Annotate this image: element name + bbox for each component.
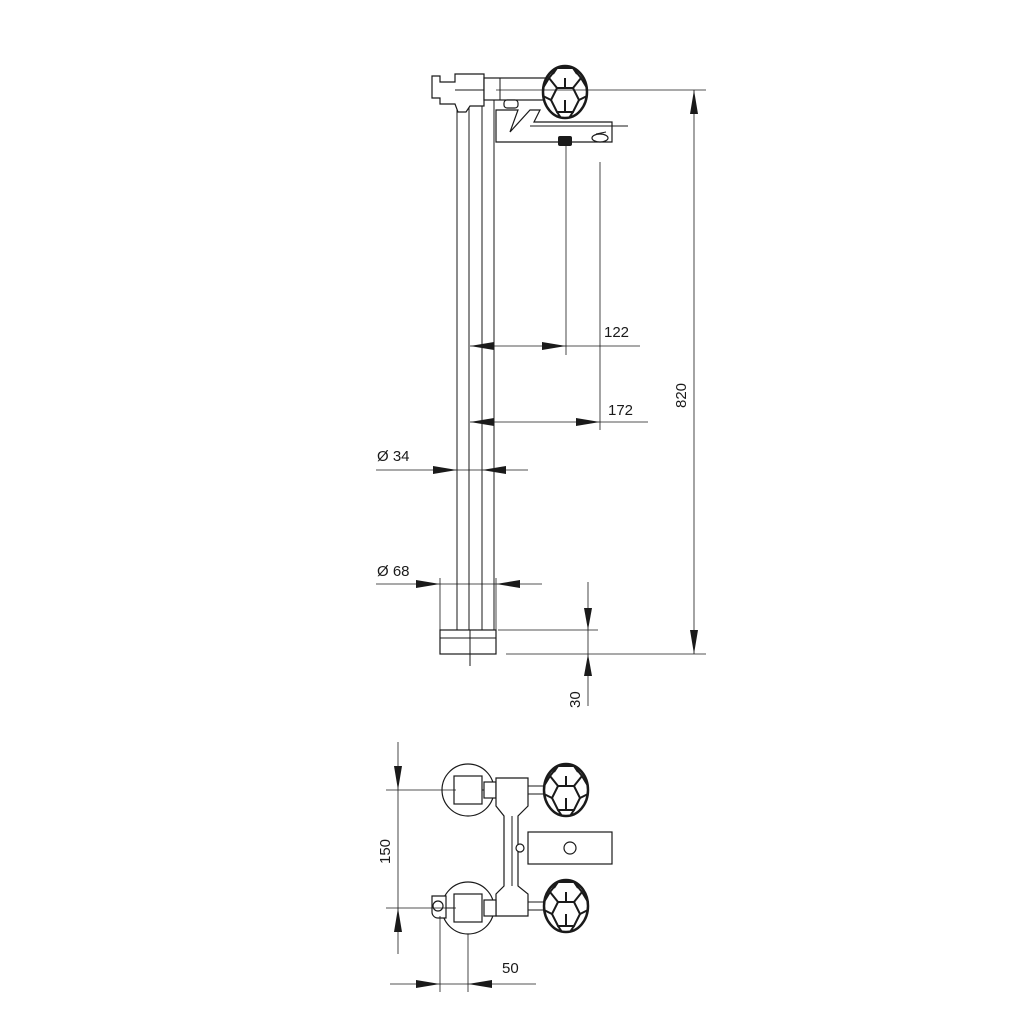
dim-label-30: 30 [567,691,584,708]
bottom-bracket [439,629,497,666]
spout [495,109,628,146]
dim-label-150: 150 [377,839,394,864]
dimension-30: 30 [498,582,598,708]
dim-label-34: Ø 34 [377,448,410,465]
dimension-diameter-34: Ø 34 [376,448,528,474]
riser-rail [456,100,495,630]
dimension-50: 50 [390,916,536,992]
connecting-pipe [495,777,529,917]
upper-rosette [441,763,497,817]
dimension-122: 122 [470,146,640,355]
spout-plan [527,831,613,865]
crystal-knob-top [541,64,589,120]
dim-label-172: 172 [608,402,633,419]
lower-rosette [431,881,497,935]
dim-label-50: 50 [502,960,519,977]
dim-label-122: 122 [604,324,629,341]
dim-label-820: 820 [673,383,690,408]
dimension-150: 150 [377,742,456,954]
dim-label-68: Ø 68 [377,563,410,580]
dimension-diameter-68: Ø 68 [376,563,542,630]
mixer-connector [483,77,547,109]
rail-top-cap [431,73,485,113]
dimension-820: 820 [496,89,706,655]
front-elevation [431,64,628,666]
plan-view [431,762,613,935]
crystal-knob-upper [542,762,590,818]
crystal-knob-lower [542,878,590,934]
dimension-172: 172 [470,162,648,430]
